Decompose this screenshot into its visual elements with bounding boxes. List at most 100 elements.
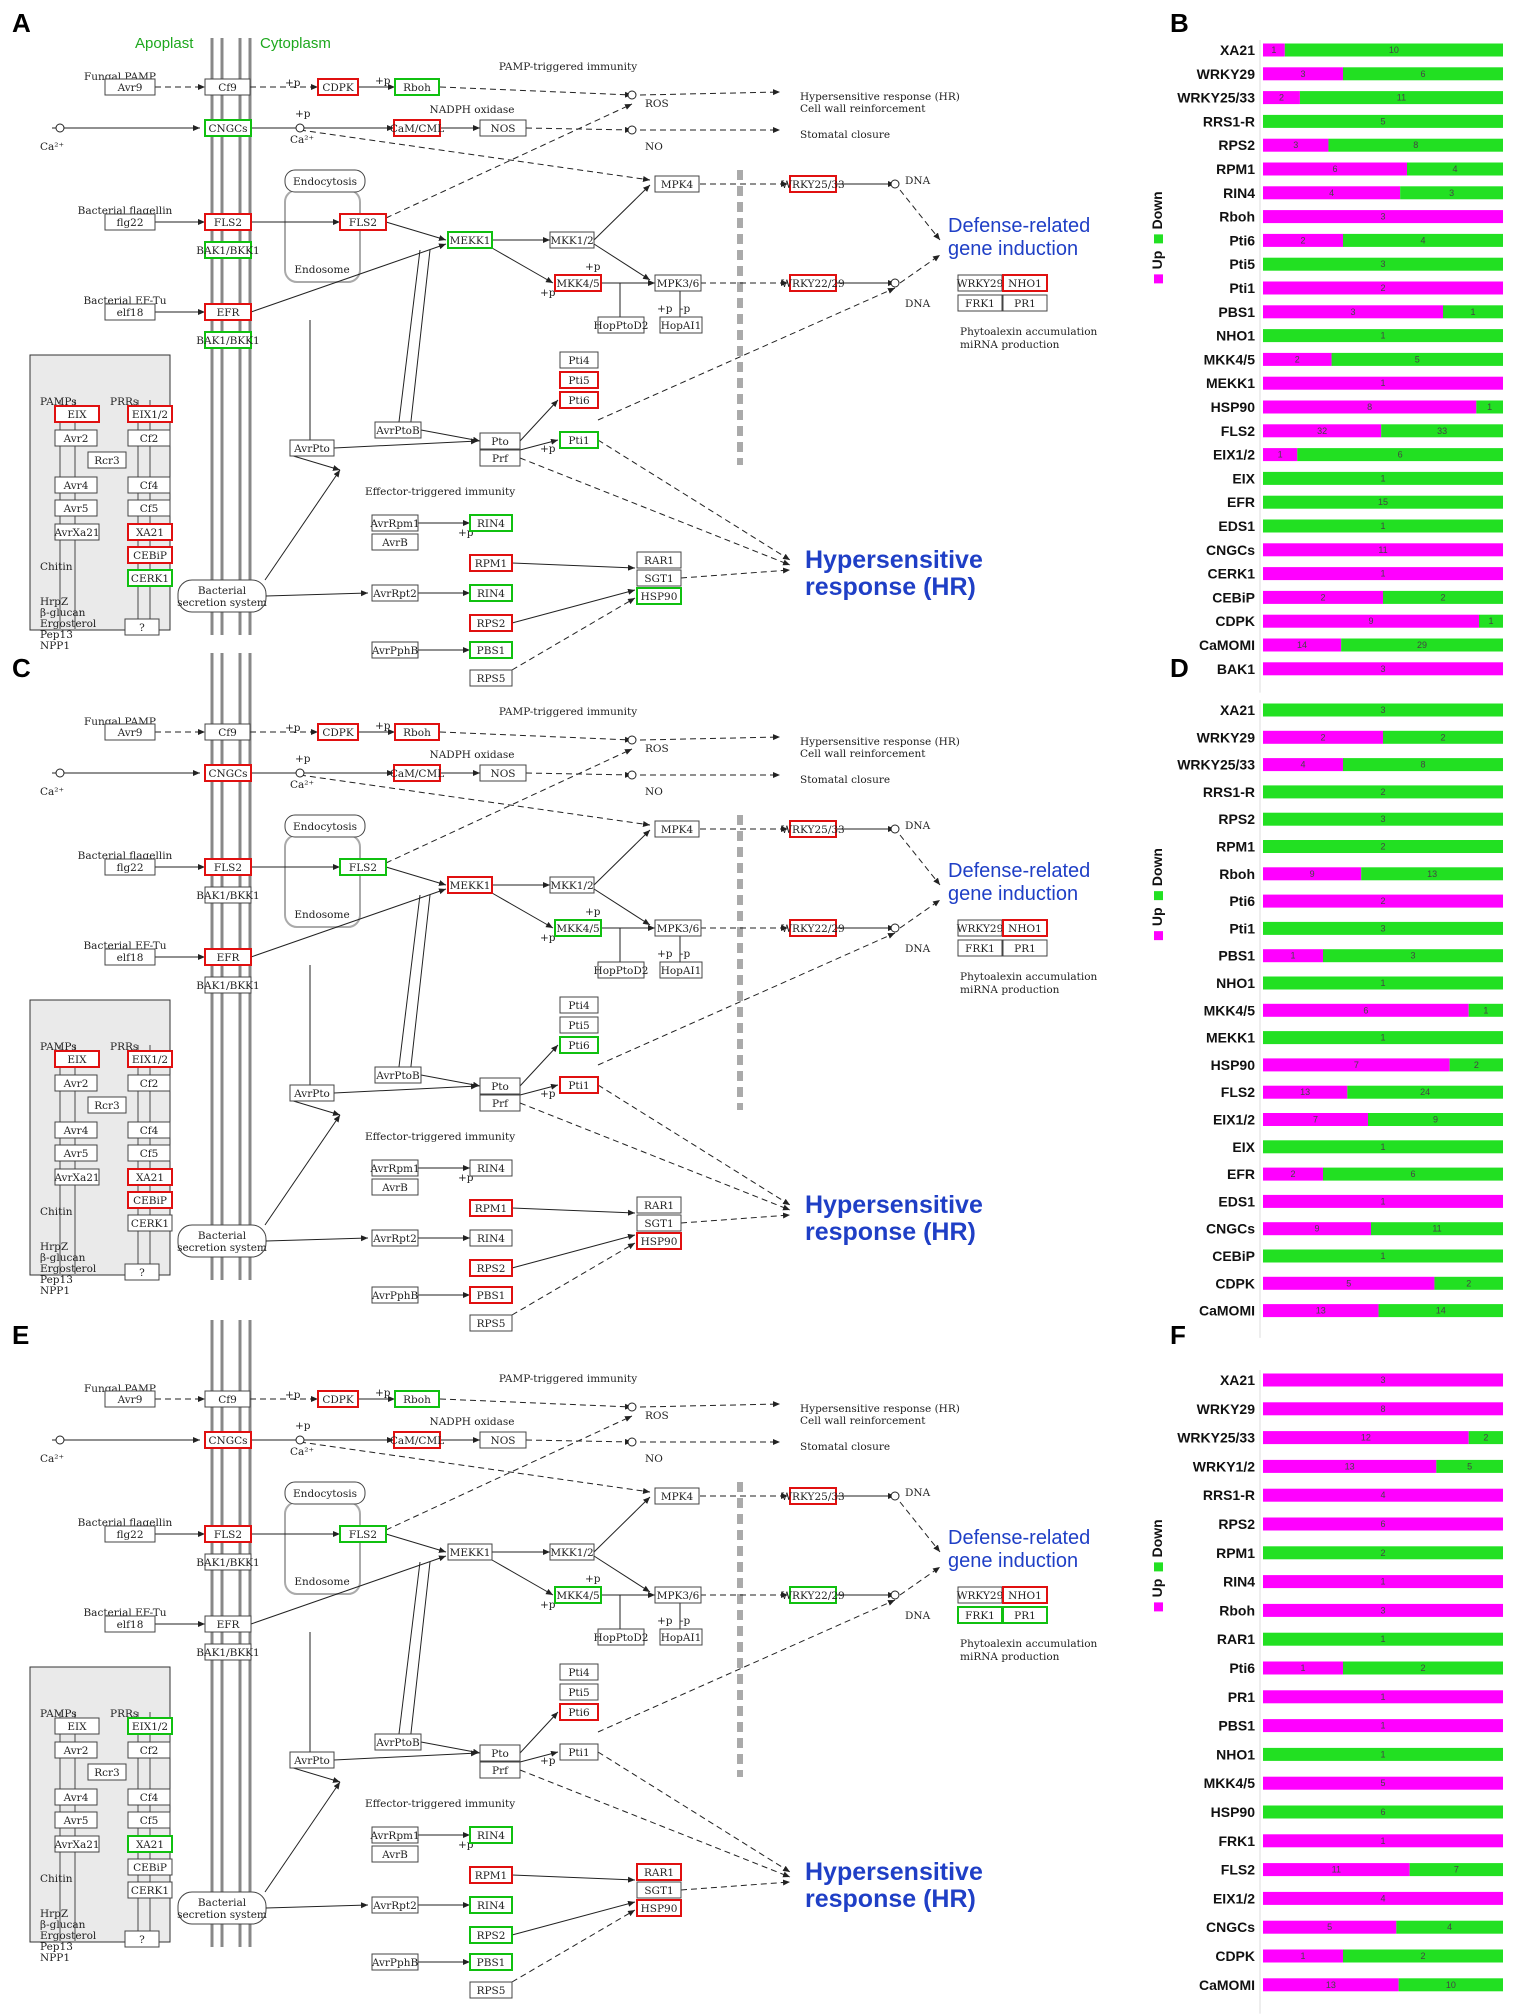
- gene-box: [654, 175, 700, 193]
- down-bar: [1361, 867, 1503, 881]
- pamp-ti-label: PAMP-triggered immunity: [499, 1373, 637, 1385]
- up-bar: [1263, 638, 1342, 652]
- gene-node-avrpto: AvrPto: [289, 1084, 335, 1102]
- gene-label: Rcr3: [94, 1767, 120, 1779]
- gene-box: [104, 1525, 156, 1543]
- gene-label: Cf4: [140, 1125, 159, 1137]
- gene-box: [54, 476, 98, 494]
- gene-node-eix: EIX: [54, 1050, 100, 1068]
- gene-node-rar1: RAR1: [636, 1196, 682, 1214]
- up-count: 4: [1380, 1490, 1385, 1500]
- gene-node-avrb: AvrB: [371, 1178, 419, 1196]
- gene-box: [479, 432, 521, 450]
- gene-box: [559, 1683, 599, 1701]
- up-bar: [1263, 1276, 1435, 1290]
- gene-label: AvrPtoB: [375, 425, 420, 437]
- gene-box: [957, 939, 1003, 957]
- arrow: [680, 1879, 791, 1891]
- gene-box: [469, 669, 513, 687]
- down-count: 11: [1397, 93, 1406, 103]
- gene-node-avrrpt2: AvrRpt2: [371, 584, 419, 602]
- gene-box: [127, 405, 173, 423]
- gene-label: AvrPphB: [371, 1957, 419, 1969]
- gene-label: RPS2: [477, 618, 506, 630]
- gene-name: FLS2: [1221, 1862, 1255, 1878]
- gene-box: [104, 858, 156, 876]
- down-bar: [1347, 1085, 1503, 1099]
- up-bar: [1263, 1488, 1503, 1502]
- gene-node-wrky22-29: WRKY22/29: [781, 1586, 845, 1604]
- gene-label: EIX: [67, 1054, 87, 1066]
- gene-node-avr4: Avr4: [54, 1788, 98, 1806]
- down-bar: [1263, 519, 1503, 533]
- gene-box: [204, 213, 252, 231]
- gene-label: RIN4: [477, 518, 505, 530]
- up-count: 11: [1332, 1865, 1341, 1875]
- down-bar: [1328, 138, 1503, 152]
- gene-box: [789, 919, 837, 937]
- gene-label: CEBiP: [133, 550, 167, 562]
- stomatal-label: Stomatal closure: [800, 129, 890, 141]
- gene-box: [479, 764, 527, 782]
- up-bar: [1263, 1517, 1503, 1531]
- gene-name: Rboh: [1219, 209, 1255, 225]
- endocytosis-box: [284, 814, 366, 838]
- gene-box: [371, 1845, 419, 1863]
- gene-box: [54, 1144, 98, 1162]
- arrow: [250, 243, 447, 313]
- gene-box: [654, 820, 700, 838]
- gene-box: [469, 1981, 513, 1999]
- up-count: 2: [1320, 732, 1325, 742]
- arrow: [333, 438, 479, 449]
- gene-label: PBS1: [477, 645, 506, 657]
- gene-box: [204, 1390, 251, 1408]
- gene-label: EIX: [67, 409, 87, 421]
- up-bar: [1263, 1690, 1503, 1704]
- ca-label: Ca²⁺: [290, 134, 314, 146]
- down-count: 6: [1380, 1807, 1385, 1817]
- gene-label: Rboh: [403, 1394, 431, 1406]
- gene-label: AvrXa21: [53, 1172, 99, 1184]
- gene-box: [371, 1896, 419, 1914]
- gene-box: [549, 876, 595, 894]
- gene-box: [374, 421, 422, 439]
- gene-node-cam-cml: CaM/CML: [390, 764, 444, 782]
- phospho-label: +p: [295, 1420, 311, 1432]
- down-count: 1: [1380, 978, 1385, 988]
- up-count: 4: [1329, 188, 1334, 198]
- gene-node-mkk4-5: MKK4/5: [554, 274, 602, 292]
- gene-name: EIX1/2: [1213, 1112, 1255, 1128]
- gene-label: Cf2: [140, 1078, 159, 1090]
- gene-label: Pti6: [568, 1040, 590, 1052]
- gene-label: HopAI1: [661, 320, 702, 332]
- gene-label: EIX: [67, 1721, 87, 1733]
- down-bar: [1263, 1546, 1503, 1560]
- dephospho-label: -p: [680, 948, 691, 960]
- arrow: [519, 1102, 791, 1211]
- connector: [397, 1561, 421, 1743]
- gene-name: Pti6: [1229, 1660, 1255, 1676]
- down-bar: [1323, 1167, 1503, 1181]
- arrow: [420, 1741, 481, 1755]
- dna-label: DNA: [905, 1610, 931, 1622]
- gene-label: Avr9: [117, 1394, 143, 1406]
- gene-box: [127, 546, 173, 564]
- hr-small-label: Hypersensitive response (HR): [800, 736, 960, 748]
- gene-box: [393, 119, 441, 137]
- gene-label: AvrXa21: [53, 527, 99, 539]
- defense-label: gene induction: [948, 238, 1078, 260]
- down-bar: [1297, 448, 1503, 462]
- gene-node-flg22: flg22: [104, 858, 156, 876]
- gene-box: [1002, 939, 1048, 957]
- arrow: [899, 834, 941, 886]
- down-count: 4: [1452, 164, 1457, 174]
- gene-node-rpm1: RPM1: [469, 554, 513, 572]
- gene-label: EFR: [217, 307, 241, 319]
